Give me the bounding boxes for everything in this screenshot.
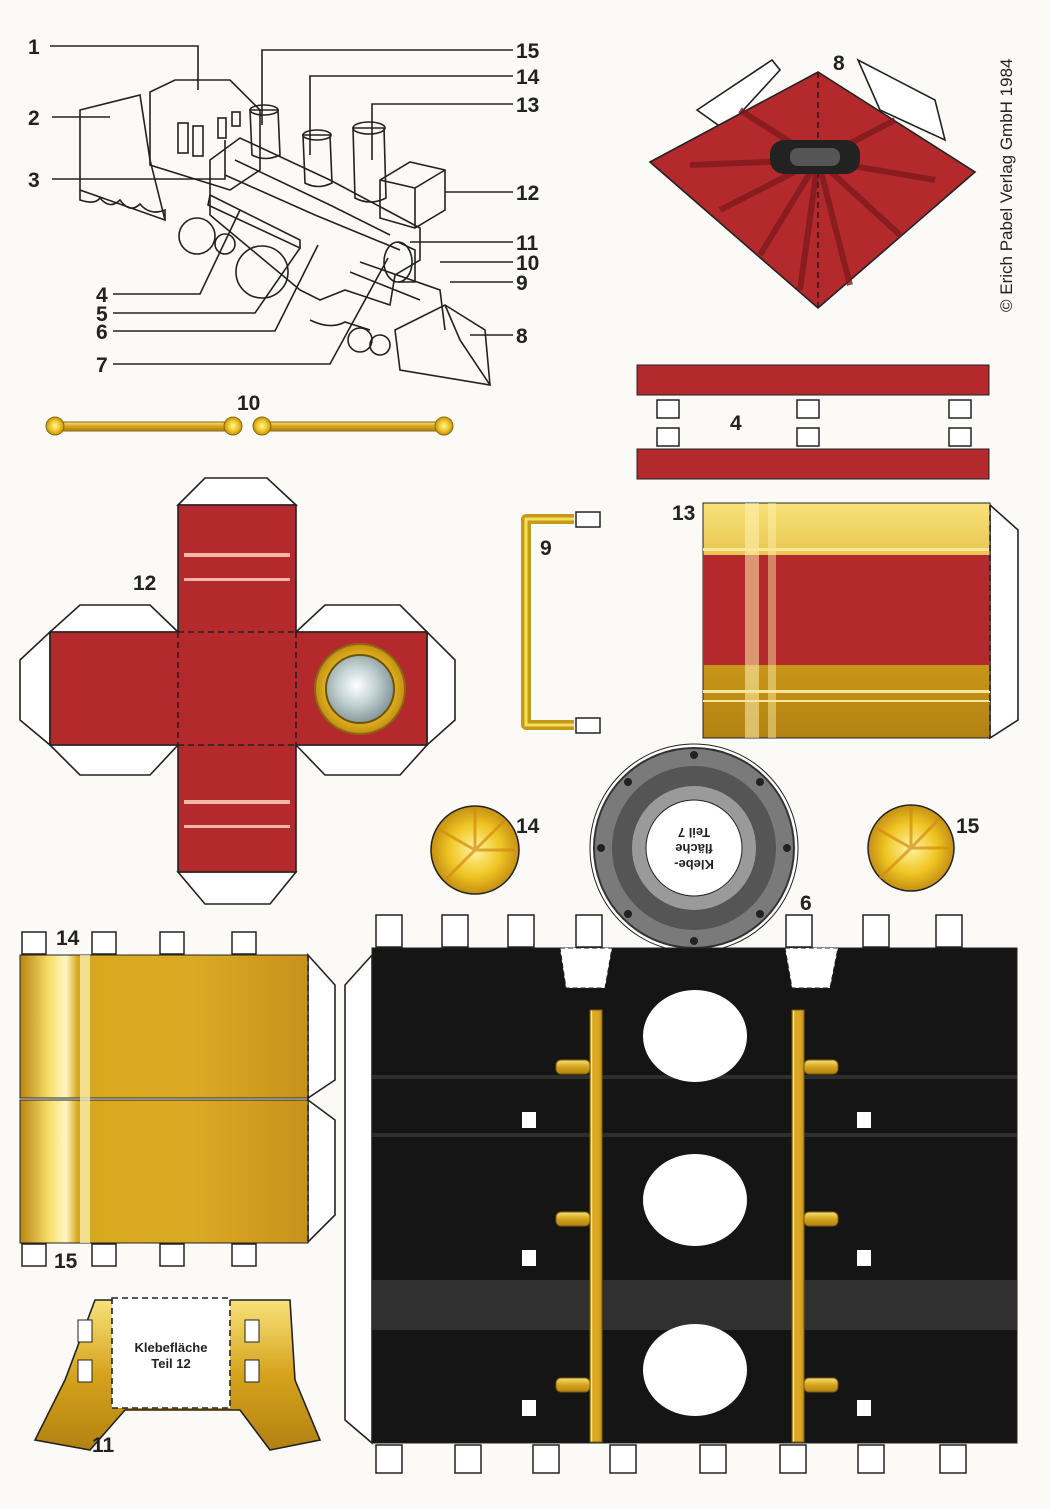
diagram-label-3: 3 bbox=[28, 169, 40, 192]
copyright-text: © Erich Pabel Verlag GmbH 1984 bbox=[997, 59, 1016, 313]
boiler-wrap-black bbox=[344, 914, 1018, 1474]
diagram-label-9: 9 bbox=[516, 272, 528, 295]
part-11-bracket: Klebefläche Teil 12 11 bbox=[33, 1297, 322, 1457]
diagram-label-14: 14 bbox=[516, 66, 540, 89]
part-9-handle: 9 bbox=[521, 511, 601, 734]
part-14-15-wrap: 14 15 bbox=[19, 927, 336, 1273]
part-11-label: 11 bbox=[92, 1434, 115, 1457]
diagram-label-11: 11 bbox=[516, 232, 539, 255]
glue-12-line1: Klebefläche bbox=[135, 1340, 208, 1355]
diagram-label-4: 4 bbox=[96, 284, 108, 307]
diagram-label-15: 15 bbox=[516, 40, 540, 63]
part-8-cowcatcher: 8 bbox=[648, 52, 977, 310]
part-6-label: 6 bbox=[800, 892, 812, 915]
part-14-disc-label: 14 bbox=[516, 815, 540, 838]
locomotive-diagram: 1 2 3 4 5 6 7 8 9 10 11 12 13 14 15 bbox=[28, 36, 540, 386]
part-15-disc-label: 15 bbox=[956, 815, 980, 838]
diagram-label-13: 13 bbox=[516, 94, 539, 117]
diagram-label-8: 8 bbox=[516, 325, 528, 348]
glue-7-line3: Teil 7 bbox=[678, 825, 710, 840]
part-15-wrap-label: 15 bbox=[54, 1250, 78, 1273]
diagram-label-12: 12 bbox=[516, 182, 539, 205]
diagram-label-6: 6 bbox=[96, 321, 108, 344]
part-12-label: 12 bbox=[133, 572, 156, 595]
glue-7-line2: fläche bbox=[675, 841, 713, 856]
part-9-label: 9 bbox=[540, 537, 552, 560]
part-4-label: 4 bbox=[730, 412, 742, 435]
diagram-label-2: 2 bbox=[28, 107, 40, 130]
glue-12-line2: Teil 12 bbox=[151, 1356, 191, 1371]
part-15-disc: 15 bbox=[867, 804, 980, 892]
part-10-rods: 10 bbox=[45, 392, 454, 436]
diagram-label-5: 5 bbox=[96, 303, 108, 326]
part-12-lamp-box: 12 bbox=[19, 477, 456, 905]
glue-7-line1: Klebe- bbox=[674, 857, 714, 872]
part-13-chimney: 13 bbox=[672, 502, 1019, 740]
part-8-label: 8 bbox=[833, 52, 845, 75]
part-4-rails: 4 bbox=[636, 364, 990, 480]
part-13-label: 13 bbox=[672, 502, 695, 525]
diagram-label-7: 7 bbox=[96, 354, 108, 377]
part-14-wrap-label: 14 bbox=[56, 927, 80, 950]
part-14-disc: 14 bbox=[430, 805, 540, 895]
part-10-label: 10 bbox=[237, 392, 260, 415]
diagram-label-1: 1 bbox=[28, 36, 40, 59]
part-6-boiler-front: Klebe- fläche Teil 7 6 bbox=[589, 743, 812, 953]
diagram-label-10: 10 bbox=[516, 252, 539, 275]
